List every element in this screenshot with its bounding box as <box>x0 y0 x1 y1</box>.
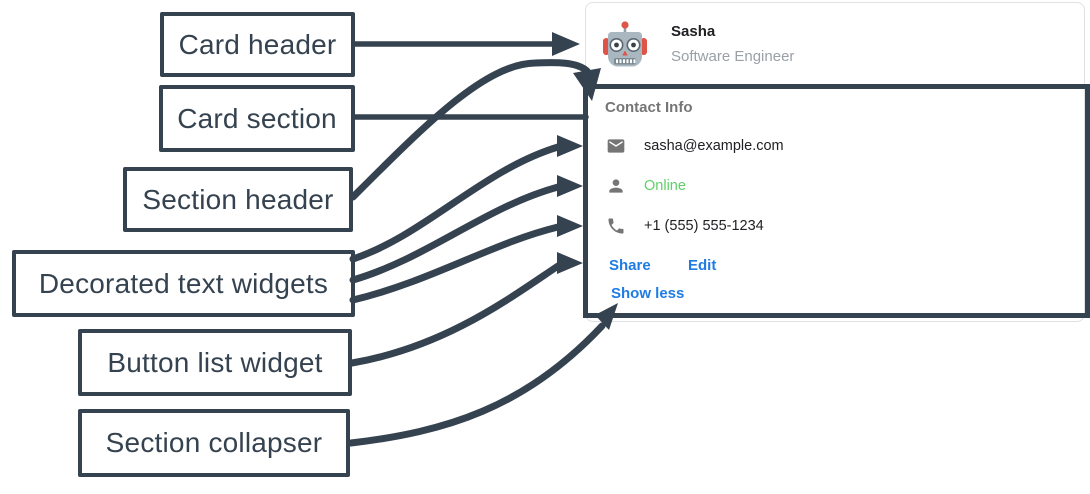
status-text: Online <box>644 178 686 194</box>
annotation-label: Card header <box>178 28 337 60</box>
profile-card: Sasha Software Engineer Contact Info sas… <box>585 2 1085 322</box>
phone-icon <box>608 218 624 234</box>
email-text: sasha@example.com <box>644 138 784 154</box>
contact-role: Software Engineer <box>671 48 795 65</box>
email-icon <box>607 139 625 153</box>
annotation-label: Section header <box>142 183 334 215</box>
arrow-line-section-header <box>349 59 591 201</box>
decorated-text-phone: +1 (555) 555-1234 <box>606 214 764 238</box>
arrowhead-status <box>557 175 583 197</box>
arrow-line-decorated-phone <box>349 223 562 304</box>
annotation-card-header: Card header <box>160 12 355 77</box>
edit-button[interactable]: Edit <box>688 257 717 274</box>
arrowhead-card-header <box>552 32 580 56</box>
annotation-label: Card section <box>177 102 337 134</box>
share-button[interactable]: Share <box>609 257 651 274</box>
annotation-label: Section collapser <box>105 427 323 458</box>
decorated-text-status: Online <box>606 174 686 198</box>
annotation-section-header: Section header <box>123 167 353 232</box>
person-icon <box>609 179 623 193</box>
arrowhead-button-list <box>557 252 583 274</box>
show-less-button[interactable]: Show less <box>611 285 685 302</box>
annotation-label: Decorated text widgets <box>38 267 329 299</box>
card-header: Sasha Software Engineer <box>602 19 794 69</box>
annotation-label: Button list widget <box>107 346 323 378</box>
contact-name: Sasha <box>671 23 716 40</box>
annotation-decorated-text-widgets: Decorated text widgets <box>12 250 355 317</box>
annotation-card-section: Card section <box>159 85 355 152</box>
annotation-section-collapser: Section collapser <box>78 409 350 477</box>
card-header-text: Sasha Software Engineer <box>671 23 794 65</box>
annotation-button-list-widget: Button list widget <box>78 329 352 396</box>
arrow-line-decorated-status <box>349 183 562 284</box>
phone-text: +1 (555) 555-1234 <box>644 218 764 234</box>
robot-avatar-icon <box>603 21 647 67</box>
arrowhead-phone <box>557 215 583 237</box>
section-header-title: Contact Info <box>605 99 693 116</box>
arrow-line-button-list <box>348 262 562 367</box>
arrow-line-collapser <box>347 322 606 447</box>
arrowhead-email <box>557 135 583 157</box>
arrow-lines <box>347 41 606 447</box>
decorated-text-email: sasha@example.com <box>606 134 784 158</box>
arrow-line-decorated-email <box>349 143 562 263</box>
